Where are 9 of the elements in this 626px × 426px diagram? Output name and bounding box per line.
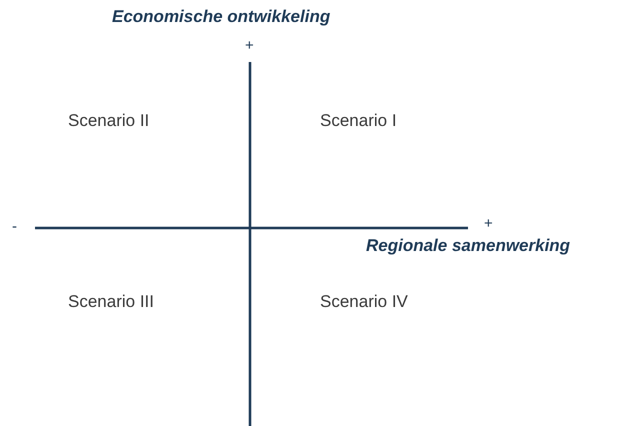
axis-title: Regionale samenwerking — [366, 236, 570, 256]
plus-sign: + — [484, 214, 493, 234]
axis-title: Economische ontwikkeling — [112, 7, 330, 27]
quadrant-label: Scenario I — [320, 111, 397, 131]
quadrant-label: Scenario II — [68, 111, 150, 131]
quadrant-label: Scenario IV — [320, 292, 408, 312]
quadrant-label: Scenario III — [68, 292, 154, 312]
plus-sign: + — [245, 36, 254, 56]
minus-sign: - — [12, 217, 17, 237]
